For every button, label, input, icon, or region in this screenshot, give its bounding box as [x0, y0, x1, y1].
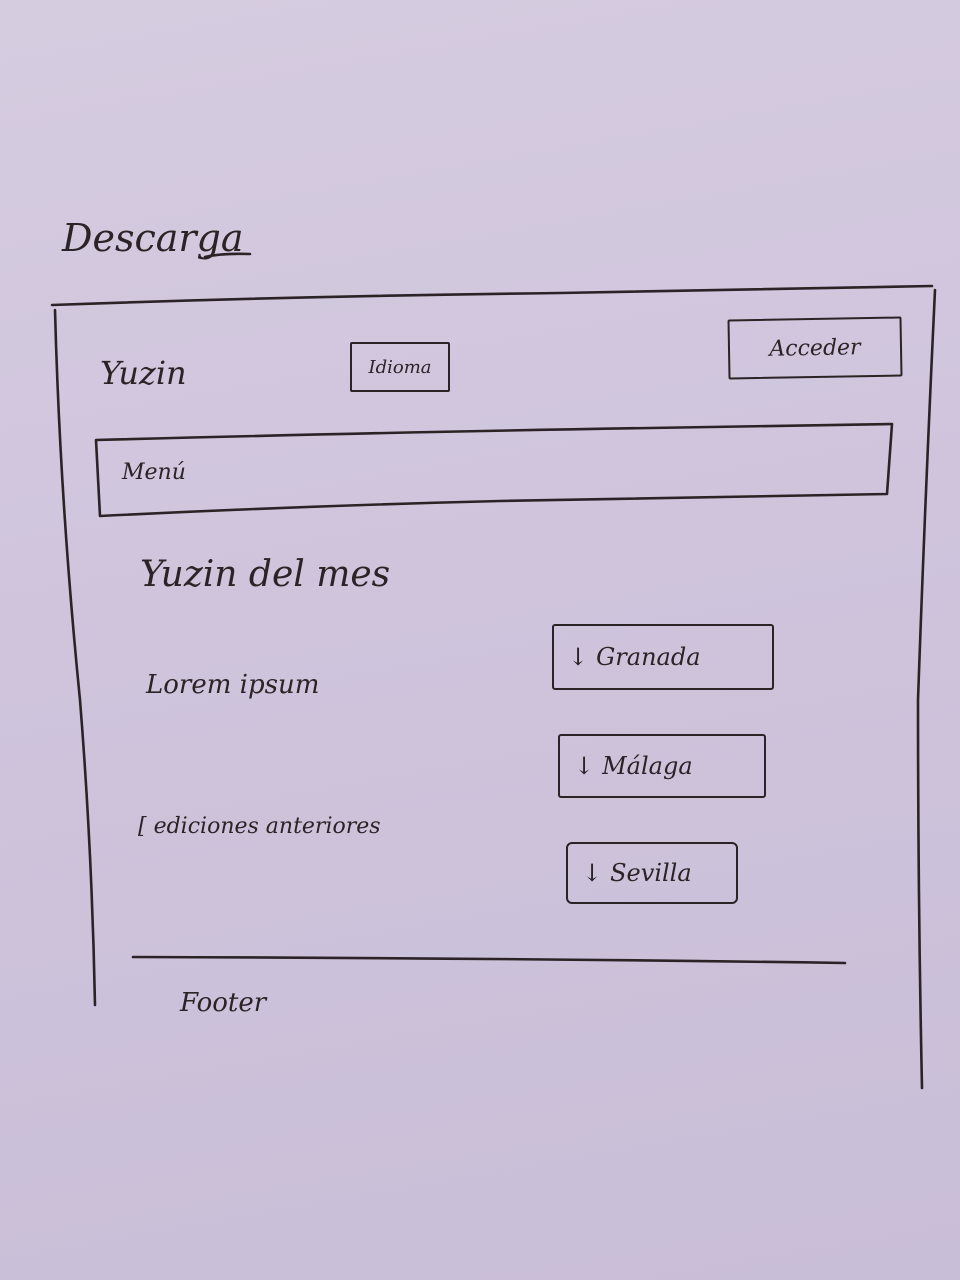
page-frame-left: [53, 308, 97, 1007]
page-frame-right: [916, 288, 937, 1090]
download-granada-button[interactable]: ↓ Granada: [552, 624, 774, 690]
language-button-label: Idioma: [368, 356, 432, 378]
login-button[interactable]: Acceder: [727, 316, 903, 380]
language-button[interactable]: Idioma: [350, 342, 450, 392]
download-sevilla-label: Sevilla: [610, 859, 692, 887]
main-heading: Yuzin del mes: [140, 554, 391, 595]
download-malaga-label: Málaga: [602, 752, 693, 780]
download-arrow-icon: ↓: [574, 752, 595, 780]
login-button-label: Acceder: [769, 334, 861, 362]
footer-label: Footer: [180, 988, 267, 1018]
page-frame-top: [50, 284, 934, 307]
brand-logo[interactable]: Yuzin: [100, 354, 187, 392]
download-malaga-button[interactable]: ↓ Málaga: [558, 734, 766, 798]
download-arrow-icon: ↓: [568, 643, 589, 671]
menu-bar-border: [94, 422, 894, 518]
menu-label[interactable]: Menú: [122, 460, 186, 485]
lorem-text: Lorem ipsum: [146, 670, 320, 700]
download-arrow-icon: ↓: [582, 859, 603, 887]
sketch-title: Descarga: [62, 216, 244, 260]
download-sevilla-button[interactable]: ↓ Sevilla: [566, 842, 738, 904]
previous-editions-link[interactable]: [ ediciones anteriores: [138, 814, 381, 839]
footer-divider: [131, 955, 847, 965]
download-granada-label: Granada: [596, 643, 701, 671]
